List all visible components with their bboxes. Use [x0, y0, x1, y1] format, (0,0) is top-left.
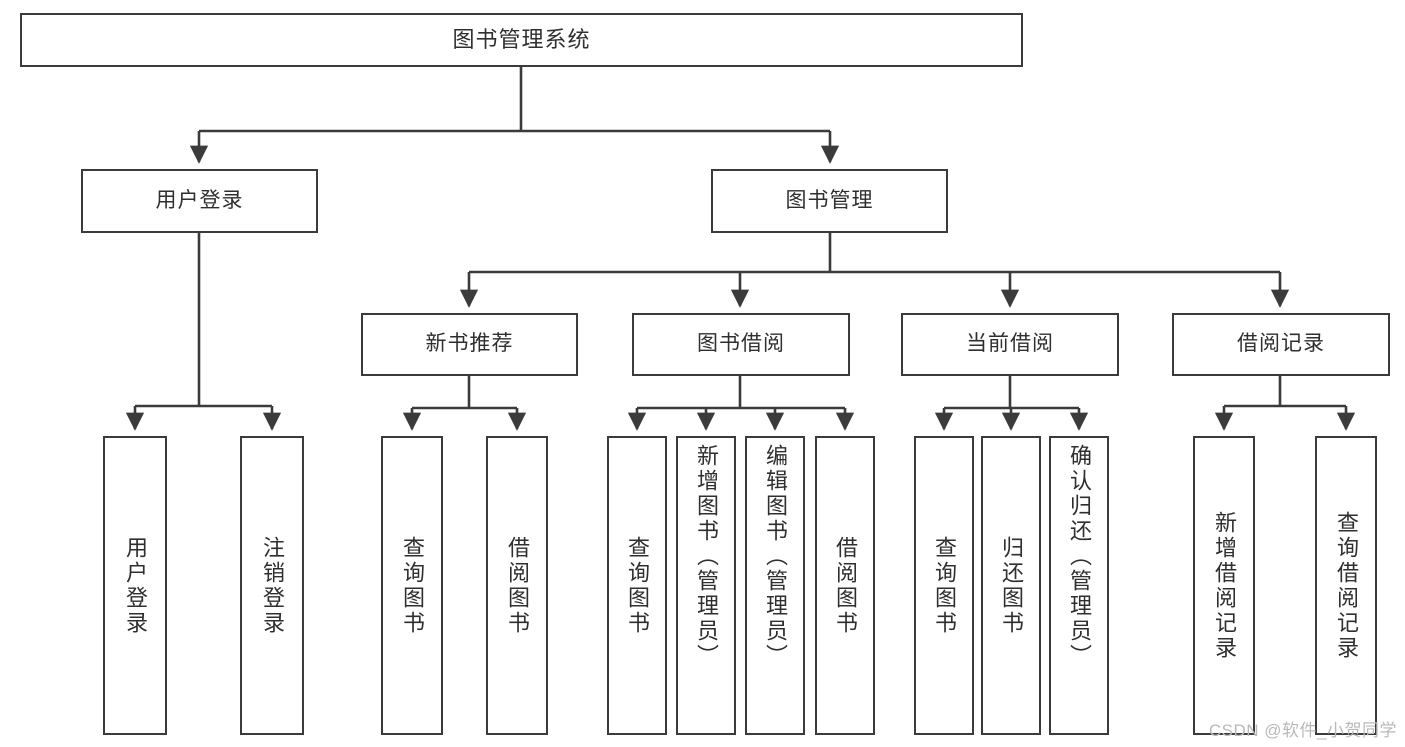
leaf-return-book[interactable]: 归还图书 [981, 436, 1041, 735]
leaf-query-book-recommend[interactable]: 查询图书 [381, 436, 443, 735]
node-label: 用户登录 [155, 188, 244, 212]
node-new-book-recommend[interactable]: 新书推荐 [361, 313, 578, 376]
node-label: 新增图书（管理员） [694, 444, 719, 669]
node-label: 借阅图书 [505, 535, 530, 636]
node-label: 确认归还（管理员） [1067, 444, 1092, 669]
node-borrow-record[interactable]: 借阅记录 [1172, 313, 1390, 376]
node-label: 新增借阅记录 [1212, 510, 1237, 661]
leaf-query-borrow-record[interactable]: 查询借阅记录 [1315, 436, 1377, 735]
leaf-add-book-admin[interactable]: 新增图书（管理员） [676, 436, 736, 735]
node-book-management[interactable]: 图书管理 [711, 169, 948, 233]
leaf-edit-book-admin[interactable]: 编辑图书（管理员） [745, 436, 805, 735]
node-label: 归还图书 [999, 535, 1024, 636]
node-label: 图书管理 [785, 188, 874, 212]
node-label: 借阅记录 [1237, 332, 1325, 356]
node-label: 查询图书 [932, 535, 957, 636]
node-label: 新书推荐 [425, 332, 514, 356]
leaf-query-book-current[interactable]: 查询图书 [914, 436, 974, 735]
node-label: 查询借阅记录 [1334, 510, 1359, 661]
leaf-borrow-book-recommend[interactable]: 借阅图书 [486, 436, 548, 735]
leaf-user-login[interactable]: 用户登录 [103, 436, 167, 735]
leaf-query-book-borrow[interactable]: 查询图书 [607, 436, 667, 735]
node-current-borrow[interactable]: 当前借阅 [901, 313, 1119, 376]
leaf-add-borrow-record[interactable]: 新增借阅记录 [1193, 436, 1255, 735]
node-label: 用户登录 [123, 535, 148, 636]
leaf-borrow-book[interactable]: 借阅图书 [815, 436, 875, 735]
node-label: 图书借阅 [697, 332, 785, 356]
node-label: 当前借阅 [966, 332, 1054, 356]
node-book-borrow[interactable]: 图书借阅 [632, 313, 850, 376]
node-label: 图书管理系统 [452, 27, 591, 53]
leaf-logout-login[interactable]: 注销登录 [240, 436, 304, 735]
node-user-login[interactable]: 用户登录 [81, 169, 318, 233]
node-label: 注销登录 [260, 535, 285, 636]
watermark: CSDN @软件_小贺同学 [1208, 721, 1397, 740]
node-label: 编辑图书（管理员） [763, 444, 788, 669]
node-label: 借阅图书 [833, 535, 858, 636]
node-root-system[interactable]: 图书管理系统 [20, 13, 1023, 67]
node-label: 查询图书 [625, 535, 650, 636]
node-label: 查询图书 [400, 535, 425, 636]
leaf-confirm-return-admin[interactable]: 确认归还（管理员） [1049, 436, 1109, 735]
